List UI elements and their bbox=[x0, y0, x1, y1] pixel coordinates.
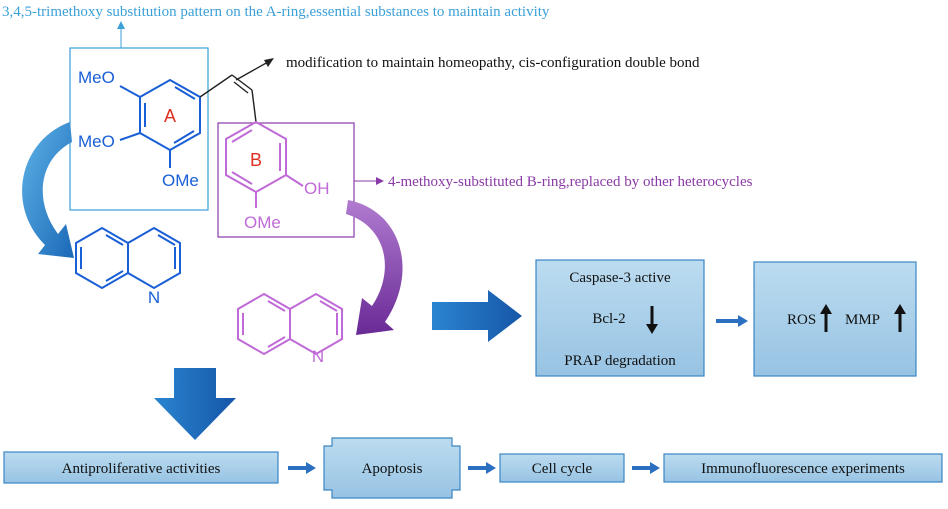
double-bond-note-arrowhead bbox=[264, 58, 274, 67]
quinoline-purple-n: N bbox=[312, 347, 324, 366]
ring-b-label: B bbox=[250, 150, 262, 170]
mmp-text: MMP bbox=[845, 312, 880, 328]
quinoline-blue bbox=[75, 226, 181, 290]
mechanism-box-ros bbox=[753, 261, 917, 377]
ring-a-label: A bbox=[164, 106, 176, 126]
caspase-text: Caspase-3 active bbox=[569, 270, 671, 286]
flow-box-cell-cycle bbox=[499, 453, 625, 483]
ring-a-meo-top: MeO bbox=[78, 68, 115, 87]
bcl2-text: Bcl-2 bbox=[592, 311, 625, 327]
flow-box-apoptosis bbox=[323, 437, 461, 499]
b-ring-note-arrowhead bbox=[376, 177, 384, 185]
b-ring-note: 4-methoxy-substituted B-ring,replaced by… bbox=[388, 174, 753, 190]
cis-double-bond bbox=[199, 61, 269, 123]
mechanism-box-apoptosis bbox=[535, 259, 705, 377]
quinoline-blue-n: N bbox=[148, 288, 160, 307]
curved-arrow-blue bbox=[22, 122, 74, 258]
ros-up-arrow bbox=[820, 304, 832, 332]
ring-b-structure bbox=[225, 120, 304, 208]
double-bond-note: modification to maintain homeopathy, cis… bbox=[286, 55, 700, 71]
flow-box-antiproliferative bbox=[3, 451, 279, 484]
small-arrow-mechanism bbox=[716, 315, 748, 327]
flow-arrow-1 bbox=[288, 462, 316, 474]
ring-b-oh: OH bbox=[304, 179, 330, 198]
flow-immunofluorescence: Immunofluorescence experiments bbox=[701, 461, 905, 477]
a-ring-note-arrowhead bbox=[117, 21, 125, 29]
ring-a-structure bbox=[119, 78, 201, 168]
big-down-arrow bbox=[154, 368, 236, 440]
flow-arrow-2 bbox=[468, 462, 496, 474]
ring-b-ome: OMe bbox=[244, 213, 281, 232]
prap-text: PRAP degradation bbox=[564, 353, 676, 369]
flow-box-immunofluorescence bbox=[663, 453, 943, 483]
ros-text: ROS bbox=[787, 312, 816, 328]
ring-b-box bbox=[217, 122, 355, 238]
flow-antiproliferative: Antiproliferative activities bbox=[62, 461, 221, 477]
a-ring-note: 3,4,5-trimethoxy substitution pattern on… bbox=[2, 4, 550, 20]
flow-arrow-3 bbox=[632, 462, 660, 474]
flow-apoptosis: Apoptosis bbox=[362, 461, 423, 477]
curved-arrow-purple bbox=[346, 200, 403, 335]
bcl2-down-arrow bbox=[646, 306, 658, 334]
ring-a-ome-bottom: OMe bbox=[162, 171, 199, 190]
ring-a-meo-mid: MeO bbox=[78, 132, 115, 151]
quinoline-purple bbox=[237, 292, 343, 356]
mmp-up-arrow bbox=[894, 304, 906, 332]
big-right-arrow bbox=[432, 290, 522, 342]
flow-cell-cycle: Cell cycle bbox=[532, 461, 593, 477]
